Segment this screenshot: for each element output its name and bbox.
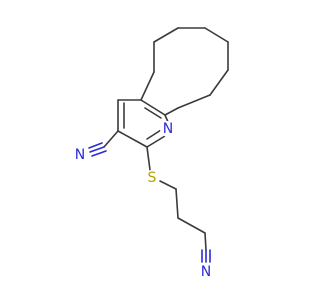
nitrile-group-left: [88, 130, 119, 157]
pyridine-ring: [117, 99, 179, 148]
nitrile-nitrogen-left-label: N: [75, 147, 85, 163]
nitrile-nitrogen-bottom-label: N: [201, 264, 211, 280]
bond-c3-cn-carbon: [103, 130, 119, 148]
cyclooctane-ring: [140, 27, 229, 109]
bond-c4a-c11a-inner: [144, 107, 162, 119]
bond-c4a-c5: [140, 71, 155, 101]
bond-c11a-ext: [164, 107, 179, 116]
bond-cn-triple-2: [88, 142, 103, 149]
molecule-structure-diagram: N N S N: [72, 27, 229, 280]
bond-ch2a-ch2b: [175, 188, 179, 219]
bond-c2-s: [146, 146, 151, 171]
bond-c8-c9: [204, 27, 229, 43]
bond-cn-triple-3: [91, 150, 107, 157]
bond-c11a-n1: [164, 114, 169, 123]
bond-cn-triple-1: [89, 146, 105, 153]
bond-s-ch2a: [157, 179, 177, 190]
bond-ch2c-cn: [204, 232, 207, 251]
bond-n1-c2: [146, 135, 166, 148]
bond-n1-c2-inner: [146, 129, 162, 140]
sulfur-label: S: [148, 170, 157, 186]
nitrile-group-bottom: [201, 249, 211, 263]
bond-c4a-c11a: [140, 99, 166, 116]
bond-c11-c11a: [177, 94, 211, 109]
bond-ch2b-ch2c: [177, 217, 206, 234]
bond-c6-c7: [153, 27, 179, 43]
bond-c10-c11: [209, 69, 229, 96]
ring-nitrogen-label: N: [163, 121, 173, 137]
atom-labels: N N S N: [72, 121, 214, 280]
thioether-chain: [146, 146, 207, 251]
bond-c2-c3: [117, 130, 148, 148]
